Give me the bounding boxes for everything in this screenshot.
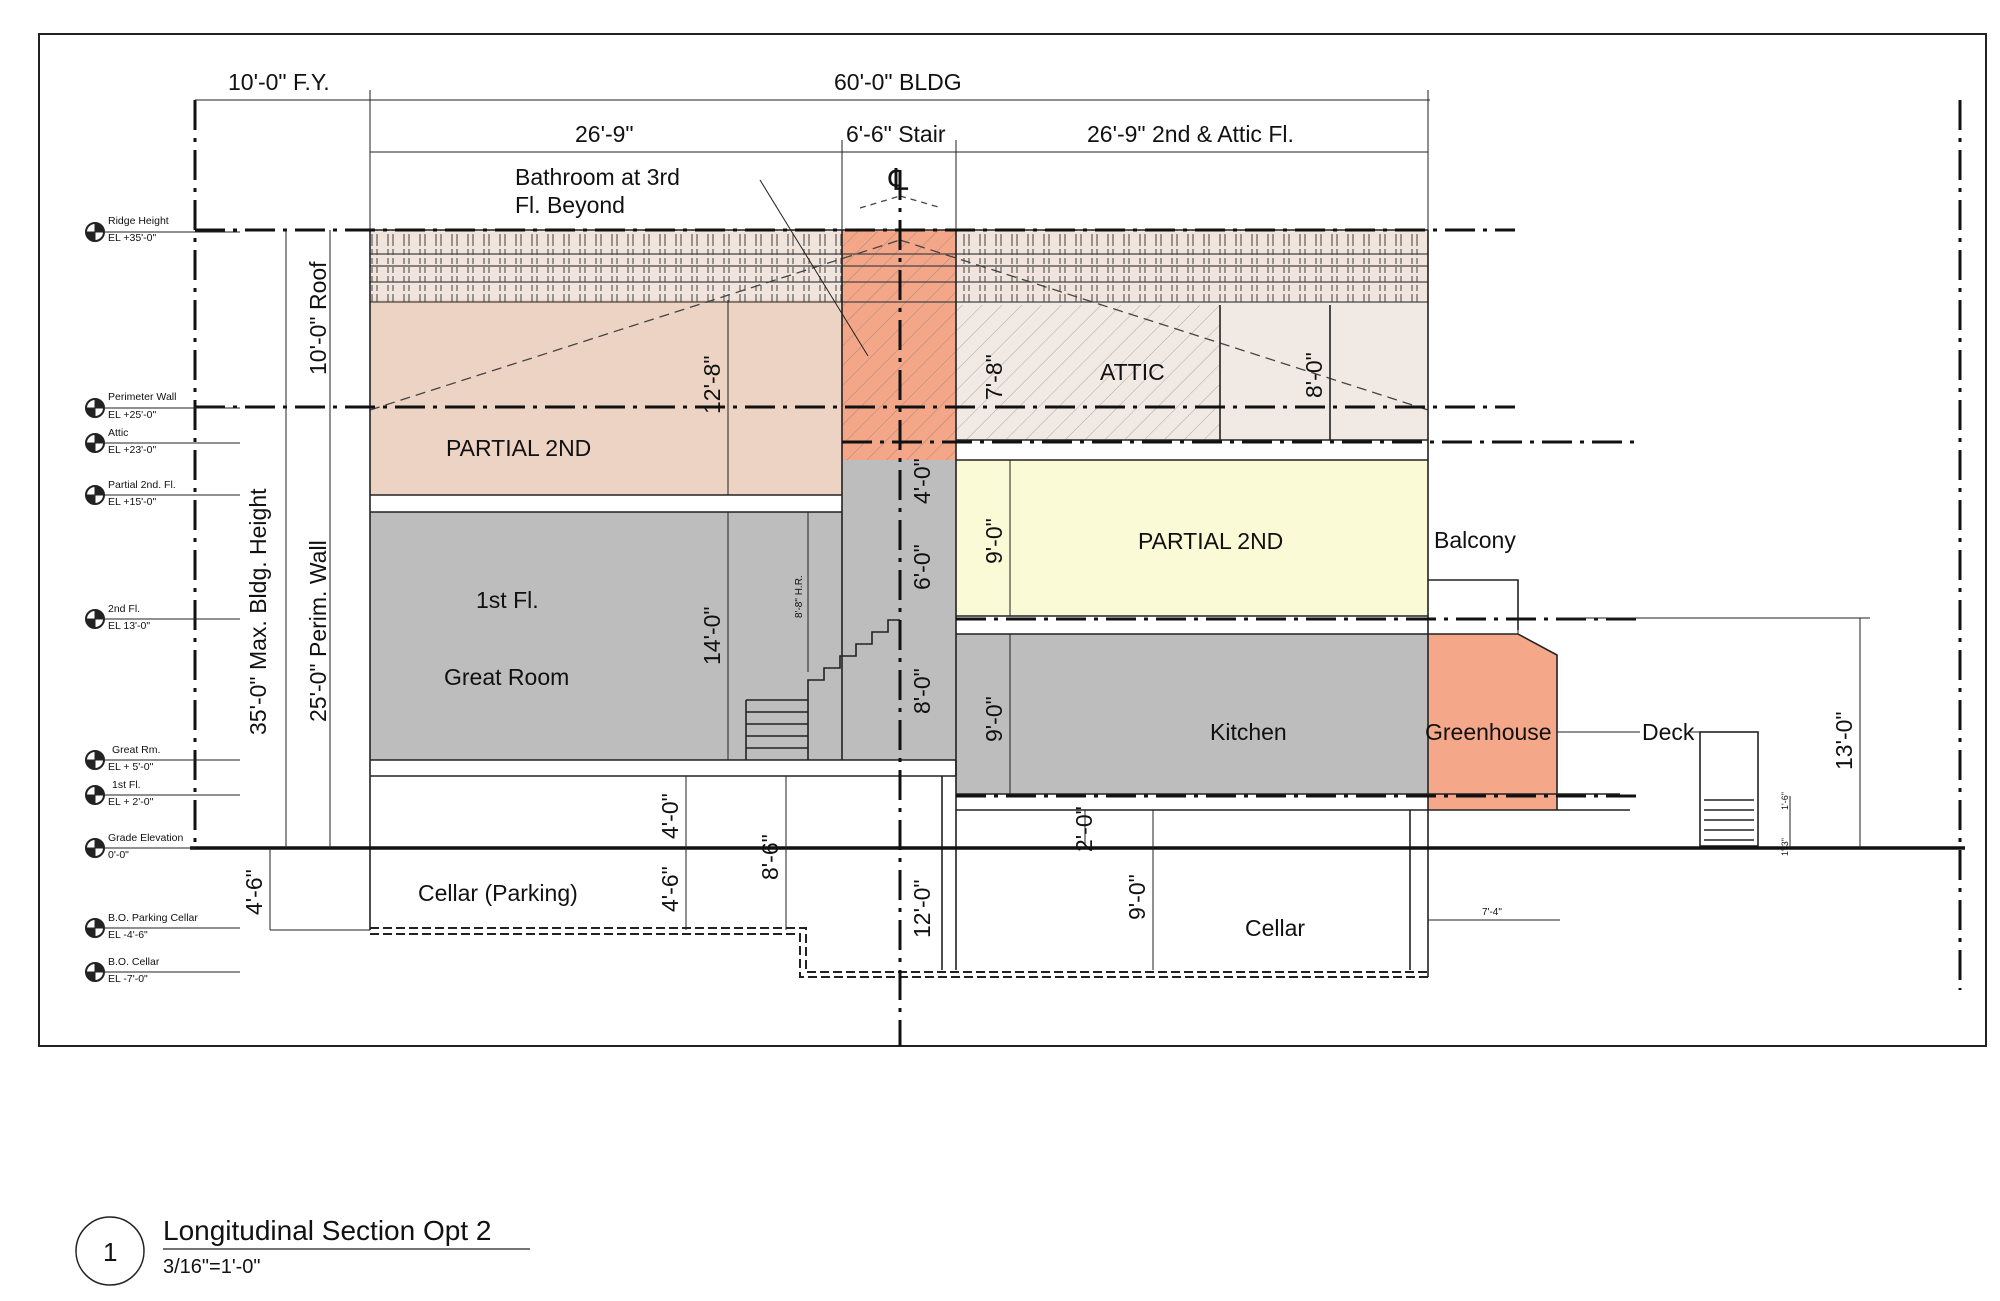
dim-building: 60'-0" BLDG — [834, 69, 962, 95]
dim-partial2-ht: 9'-0" — [981, 518, 1007, 564]
room-partial-2nd-rear: PARTIAL 2ND — [1138, 528, 1283, 554]
level-name: 1st Fl. — [112, 779, 141, 791]
bathroom-note-line-1: Bathroom at 3rd — [515, 164, 680, 190]
level-lines — [195, 228, 1640, 798]
attic-hatch — [956, 305, 1220, 440]
stair-run — [745, 619, 1754, 841]
level-elevation: EL 13'-0" — [108, 620, 150, 632]
level-elevation: 0'-0" — [108, 849, 129, 861]
level-labels: Ridge Height EL +35'-0" Perimeter Wall E… — [108, 215, 198, 985]
room-1st-fl: 1st Fl. — [476, 587, 539, 613]
dim-front-depth: 26'-9" — [575, 121, 634, 147]
level-elevation: EL -7'-0" — [108, 973, 148, 985]
sheet-border — [38, 33, 1987, 1047]
cellar-outline — [370, 927, 1428, 978]
greenhouse-fill — [1428, 634, 1557, 810]
great-room-fill — [370, 512, 842, 760]
level-marker-1st — [85, 785, 240, 805]
room-great-room: Great Room — [444, 664, 569, 690]
dim-attic-rear-ht: 8'-0" — [1301, 352, 1327, 398]
level-marker-bo-cellar — [85, 962, 240, 982]
room-partial-2nd-front: PARTIAL 2ND — [446, 435, 591, 461]
dim-kitchen-step: 2'-0" — [1071, 806, 1097, 852]
partial-2nd-rear-fill — [956, 460, 1428, 616]
dim-cellar-above-grade: 4'-0" — [657, 793, 683, 839]
dim-cl-depth: 12'-0" — [909, 879, 935, 938]
dim-rear-height: 13'-0" — [1831, 711, 1857, 770]
centerline-symbol: ℄ — [888, 164, 909, 197]
title-number-circle — [75, 1216, 145, 1286]
level-elevation: EL +15'-0" — [108, 496, 157, 508]
level-name: Great Rm. — [112, 744, 160, 756]
level-marker-perimeter — [85, 398, 240, 418]
level-marker-attic — [85, 433, 240, 453]
dim-greenhouse-width: 7'-4" — [1482, 907, 1502, 918]
level-marker-partial-2nd — [85, 485, 240, 505]
dim-stair-upper: 4'-0" — [909, 458, 935, 504]
dim-front-grade-drop: 4'-6" — [241, 869, 267, 915]
dim-great-room-ht: 14'-0" — [699, 606, 725, 665]
level-name: Ridge Height — [108, 215, 169, 227]
level-elevation: EL + 5'-0" — [108, 761, 154, 773]
dim-step-lower: 1'-3" — [1780, 838, 1790, 856]
level-marker-great-rm — [85, 750, 240, 770]
room-greenhouse: Greenhouse — [1425, 719, 1552, 745]
level-elevation: EL +25'-0" — [108, 409, 157, 421]
level-name: Perimeter Wall — [108, 391, 176, 403]
partial-2nd-front-fill — [370, 300, 842, 495]
dim-partial-ht: 12'-8" — [699, 355, 725, 414]
dim-roof: 10'-0" Roof — [305, 261, 331, 375]
vertical-datum-lines — [193, 100, 1962, 1046]
level-name: 2nd Fl. — [108, 603, 140, 615]
level-elevation: EL +23'-0" — [108, 444, 157, 456]
level-name: B.O. Cellar — [108, 956, 160, 968]
room-cellar-parking: Cellar (Parking) — [418, 880, 578, 906]
dim-stair-mid: 6'-0" — [909, 544, 935, 590]
title-scale: 3/16"=1'-0" — [163, 1256, 261, 1278]
level-marker-ridge — [85, 222, 240, 242]
dim-attic-ht: 7'-8" — [981, 354, 1007, 400]
dim-front-yard: 10'-0" F.Y. — [228, 69, 330, 95]
level-elevation: EL +35'-0" — [108, 232, 157, 244]
dim-headroom: 8'-8" H.R. — [794, 575, 805, 618]
dim-cellar-total: 8'-6" — [757, 834, 783, 880]
level-name: Partial 2nd. Fl. — [108, 479, 176, 491]
level-name: Attic — [108, 427, 128, 439]
level-marker-grade — [85, 838, 195, 858]
dim-cellar-rear-ht: 9'-0" — [1124, 874, 1150, 920]
dim-kitchen-ht: 9'-0" — [981, 696, 1007, 742]
dim-perim-wall: 25'-0" Perim. Wall — [305, 540, 331, 722]
room-balcony: Balcony — [1434, 527, 1516, 553]
kitchen-fill — [956, 634, 1428, 794]
room-attic: ATTIC — [1100, 359, 1165, 385]
dimension-lines — [195, 90, 1870, 970]
dim-max-height: 35'-0" Max. Bldg. Height — [245, 488, 271, 735]
dim-cellar-below-grade: 4'-6" — [657, 866, 683, 912]
level-markers — [85, 222, 240, 982]
level-elevation: EL + 2'-0" — [108, 796, 154, 808]
dim-rear-depth: 26'-9" 2nd & Attic Fl. — [1087, 121, 1294, 147]
title-text: Longitudinal Section Opt 2 — [163, 1215, 491, 1246]
level-name: Grade Elevation — [108, 832, 183, 844]
dim-stair: 6'-6" Stair — [846, 121, 946, 147]
dim-step-upper: 1'-6" — [1780, 792, 1790, 810]
room-cellar: Cellar — [1245, 915, 1305, 941]
level-name: B.O. Parking Cellar — [108, 912, 198, 924]
bathroom-note-line-2: Fl. Beyond — [515, 192, 625, 218]
dim-stair-lower: 8'-0" — [909, 668, 935, 714]
title-number: 1 — [103, 1237, 117, 1267]
level-marker-2nd — [85, 609, 240, 629]
level-marker-bo-parking — [85, 918, 240, 938]
room-deck: Deck — [1642, 719, 1695, 745]
room-kitchen: Kitchen — [1210, 719, 1287, 745]
level-elevation: EL -4'-6" — [108, 929, 148, 941]
